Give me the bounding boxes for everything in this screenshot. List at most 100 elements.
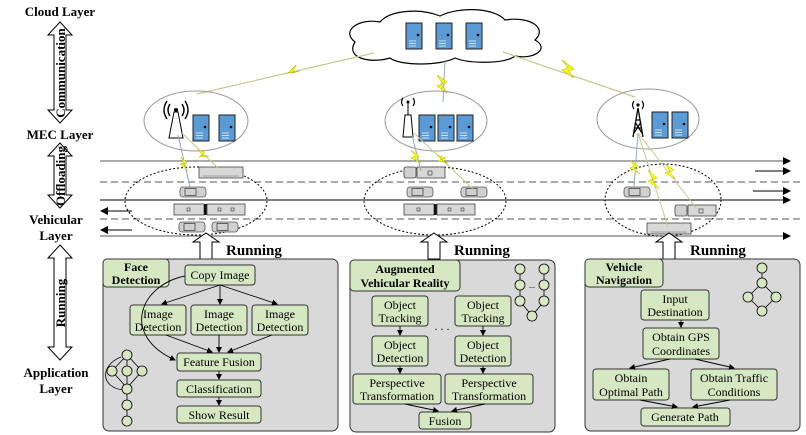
antenna-icon xyxy=(163,100,189,139)
truck-icon xyxy=(173,203,246,216)
lightning-icon xyxy=(561,59,575,79)
car-icon xyxy=(211,221,239,233)
node-input-destination-b: Destination xyxy=(647,305,702,319)
node-classification: Classification xyxy=(186,382,252,396)
face-detection-title-2: Detection xyxy=(112,273,161,287)
node-obtain-optimal-b: Optimal Path xyxy=(599,385,663,399)
running-arrow-right xyxy=(654,232,684,260)
running-label-center: Running xyxy=(454,243,510,259)
cloud-server-3 xyxy=(465,22,483,50)
mec-server xyxy=(218,114,236,142)
node-object-detection-1b: Detection xyxy=(377,351,424,365)
avr-dag-icon xyxy=(514,263,550,322)
node-perspective-2a: Perspective xyxy=(461,376,516,390)
vehicle-navigation-title-1: Vehicle xyxy=(606,260,644,274)
parallel-ellipsis: . . . xyxy=(435,319,450,333)
mec-layer-label: MEC Layer xyxy=(27,127,94,142)
antenna-icon xyxy=(400,97,416,138)
vehicle-navigation-title-2: Navigation xyxy=(596,273,652,287)
car-icon xyxy=(460,186,488,198)
bus-icon xyxy=(646,222,692,235)
mec-server xyxy=(418,114,436,142)
node-object-tracking-2b: Tracking xyxy=(462,311,505,325)
node-copy-image: Copy Image xyxy=(191,268,250,282)
vehicle-cluster-left xyxy=(124,166,268,236)
node-perspective-2b: Transformation xyxy=(452,389,526,403)
mec-cluster-right xyxy=(596,88,700,150)
mec-server xyxy=(437,114,455,142)
vehicular-layer-label-2: Layer xyxy=(39,228,72,243)
antenna-icon xyxy=(631,100,645,138)
face-detection-panel: Face Detection Copy Image Image Detectio… xyxy=(102,258,339,432)
lightning-icon xyxy=(629,159,641,175)
car-icon xyxy=(406,186,434,198)
avr-title-2: Vehicular Reality xyxy=(361,276,450,290)
node-obtain-gps-b: Coordinates xyxy=(652,344,710,358)
node-object-tracking-1b: Tracking xyxy=(379,311,422,325)
lightning-icon xyxy=(647,169,660,190)
lightning-icon xyxy=(436,74,448,94)
application-layer-label-2: Layer xyxy=(39,381,72,396)
lightning-icon xyxy=(179,156,189,172)
offload-link xyxy=(411,134,422,172)
node-image-detection-3a: Image xyxy=(265,307,295,321)
node-feature-fusion: Feature Fusion xyxy=(183,355,255,369)
node-obtain-optimal-a: Obtain xyxy=(615,371,648,385)
node-perspective-1b: Transformation xyxy=(360,389,434,403)
running-label-right: Running xyxy=(690,243,746,259)
mec-server xyxy=(192,114,210,142)
running-double-arrow xyxy=(46,244,74,361)
offload-link xyxy=(633,132,639,188)
cloud-server-2 xyxy=(435,22,453,50)
dag-ellipsis: ... xyxy=(529,281,535,290)
communication-label: Communication xyxy=(53,27,68,117)
vehicular-layer-label-1: Vehicular xyxy=(29,212,83,227)
node-object-tracking-2a: Object xyxy=(467,298,500,312)
mec-server xyxy=(456,114,474,142)
running-arrow-left xyxy=(191,232,221,260)
vehicle-cluster-right xyxy=(604,163,722,237)
offloading-label: Offloading xyxy=(53,146,68,206)
node-object-tracking-1a: Object xyxy=(384,298,417,312)
running-vertical-label: Running xyxy=(53,278,68,327)
cloud-server-1 xyxy=(405,22,423,50)
truck-icon xyxy=(403,203,476,216)
node-obtain-traffic-a: Obtain Traffic xyxy=(700,371,768,385)
offloading-double-arrow xyxy=(46,142,74,209)
node-object-detection-1a: Object xyxy=(384,338,417,352)
lightning-icon xyxy=(664,163,677,180)
node-image-detection-2a: Image xyxy=(204,307,234,321)
avr-title-1: Augmented xyxy=(375,262,435,276)
node-object-detection-2b: Detection xyxy=(460,351,507,365)
lightning-icon xyxy=(436,154,449,164)
communication-double-arrow xyxy=(46,21,74,124)
vehicle-navigation-panel: Vehicle Navigation Input Destination Obt… xyxy=(584,258,801,432)
navigation-dag-icon xyxy=(742,262,782,317)
mec-server xyxy=(651,111,669,139)
avr-panel: Augmented Vehicular Reality Object Track… xyxy=(349,259,556,433)
face-detection-dag-icon xyxy=(105,349,148,427)
cloud-mec-link-left xyxy=(196,52,375,95)
truck-icon xyxy=(403,166,446,179)
lightning-icon xyxy=(287,64,301,74)
running-label-left: Running xyxy=(226,243,282,259)
application-layer-label-1: Application xyxy=(23,365,89,380)
node-image-detection-1a: Image xyxy=(143,307,173,321)
lightning-icon xyxy=(410,149,422,164)
mec-server xyxy=(671,111,689,139)
mec-cluster-center xyxy=(384,90,488,152)
node-image-detection-1b: Detection xyxy=(135,320,182,334)
offload-link xyxy=(637,132,669,228)
node-obtain-gps-a: Obtain GPS xyxy=(652,330,710,344)
node-input-destination-a: Input xyxy=(662,292,688,306)
bus-icon xyxy=(198,166,244,179)
face-detection-title-1: Face xyxy=(124,260,149,274)
car-icon xyxy=(623,186,651,198)
node-fusion: Fusion xyxy=(429,414,462,428)
mec-cluster-left xyxy=(143,90,249,152)
node-object-detection-2a: Object xyxy=(467,338,500,352)
car-icon xyxy=(178,221,206,233)
node-obtain-traffic-b: Conditions xyxy=(708,385,761,399)
cloud-layer-label: Cloud Layer xyxy=(25,4,96,19)
